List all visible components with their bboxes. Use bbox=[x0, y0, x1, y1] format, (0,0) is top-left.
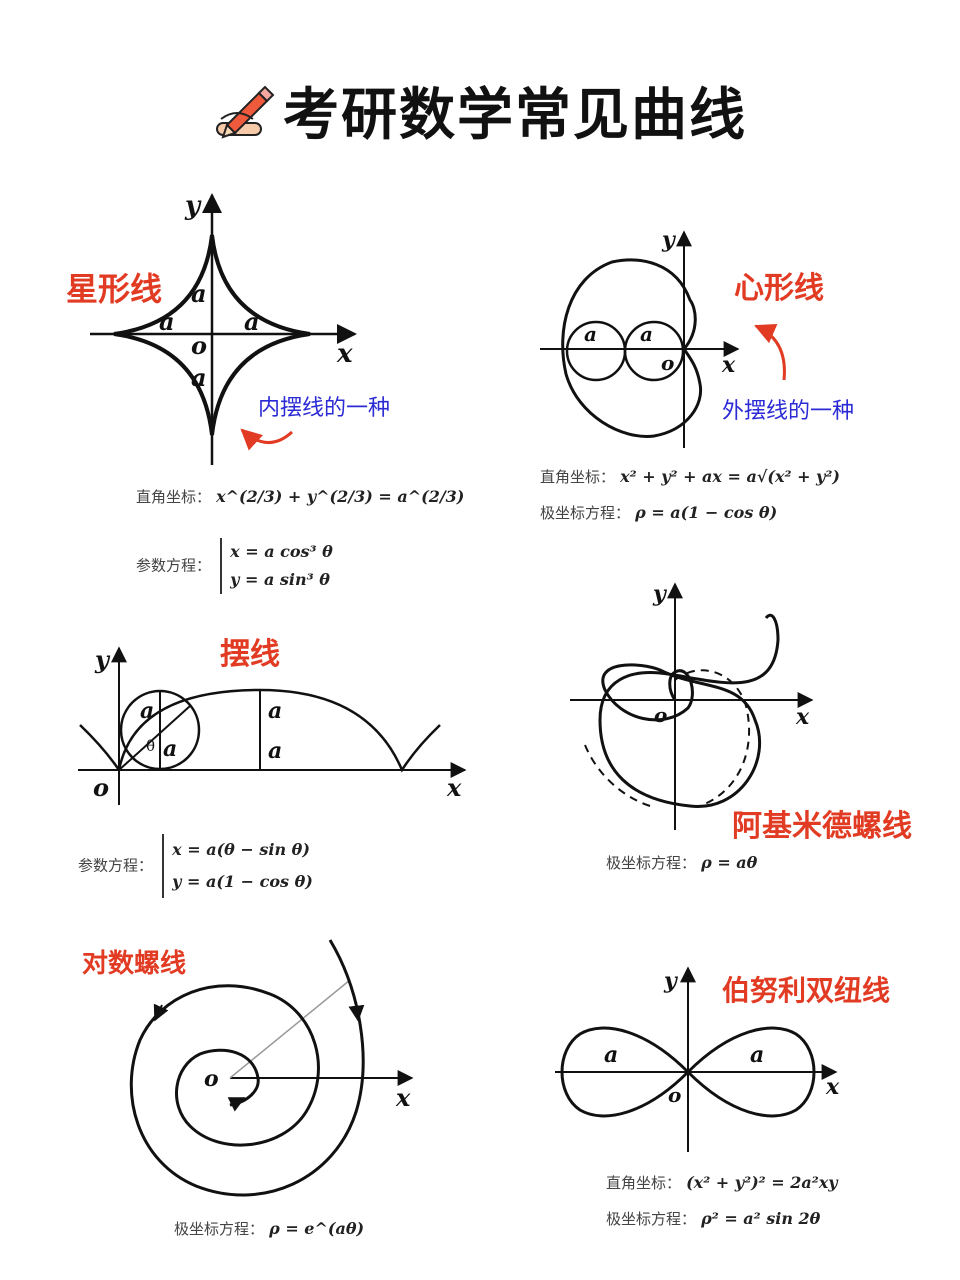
astroid-curve bbox=[113, 234, 311, 436]
astroid-a-label: a bbox=[191, 279, 207, 308]
cycloid-name: 摆线 bbox=[220, 637, 280, 672]
title-text: 考研数学常见曲线 bbox=[283, 83, 747, 148]
logarithmic-outer-arrow bbox=[153, 1003, 169, 1022]
formula-equation: y = a(1 − cos θ) bbox=[172, 872, 313, 891]
formula-label: 参数方程： bbox=[136, 556, 212, 575]
logarithmic-inner-arrow bbox=[227, 1097, 246, 1112]
astroid-a-label: a bbox=[244, 307, 260, 336]
logarithmic-x-label: x bbox=[395, 1083, 411, 1112]
formula-label: 参数方程： bbox=[78, 856, 154, 875]
logarithmic-name: 对数螺线 bbox=[82, 949, 186, 979]
logarithmic-ray bbox=[229, 979, 351, 1079]
archimedean-figure: y x o 阿基米德螺线 bbox=[570, 581, 912, 844]
formula-label: 极坐标方程： bbox=[174, 1220, 265, 1238]
astroid-y-label: y bbox=[184, 191, 202, 221]
logarithmic-origin-label: o bbox=[204, 1066, 219, 1092]
formula-label: 极坐标方程： bbox=[606, 1210, 697, 1228]
astroid-a-label: a bbox=[191, 363, 207, 392]
formula-equation: ρ² = a² sin 2θ bbox=[701, 1209, 821, 1228]
logarithmic-curve bbox=[129, 939, 365, 1197]
cycloid-theta-label: θ bbox=[146, 737, 155, 755]
cycloid-y-label: y bbox=[94, 645, 111, 674]
cycloid-origin-label: o bbox=[93, 773, 109, 802]
lemniscate-curve bbox=[560, 1026, 816, 1118]
cycloid-a-label: a bbox=[140, 698, 154, 724]
lemniscate-y-label: y bbox=[663, 968, 679, 994]
archimedean-x-label: x bbox=[795, 704, 810, 730]
astroid-name: 星形线 bbox=[66, 270, 162, 308]
cycloid-a-label: a bbox=[268, 738, 282, 764]
cardioid-fixed-circle bbox=[623, 320, 685, 382]
cycloid-a-label: a bbox=[268, 698, 282, 724]
lemniscate-name: 伯努利双纽线 bbox=[722, 974, 890, 1007]
archimedean-dashed-curve bbox=[584, 669, 750, 807]
pencil-writing-icon bbox=[216, 85, 275, 139]
logarithmic-right-arrow bbox=[348, 1001, 365, 1022]
astroid-origin-label: o bbox=[191, 331, 207, 360]
cardioid-x-label: x bbox=[721, 352, 736, 378]
astroid-x-label: x bbox=[336, 339, 353, 369]
lemniscate-figure: y x o a a 伯努利双纽线 bbox=[555, 966, 890, 1152]
astroid-a-label: a bbox=[159, 307, 175, 336]
formula-equation: x^(2/3) + y^(2/3) = a^(2/3) bbox=[216, 487, 465, 506]
formula-label: 极坐标方程： bbox=[606, 854, 697, 872]
formula-label: 极坐标方程： bbox=[540, 504, 631, 522]
logarithmic-polar-formula: 极坐标方程： ρ = e^(aθ) bbox=[174, 1218, 364, 1239]
formula-equation: y = a sin³ θ bbox=[230, 570, 330, 589]
cardioid-polar-formula: 极坐标方程： ρ = a(1 − cos θ) bbox=[540, 502, 777, 523]
cardioid-note-arrow bbox=[754, 323, 786, 381]
cycloid-a-label: a bbox=[163, 736, 177, 762]
formula-equation: x² + y² + ax = a√(x² + y²) bbox=[620, 467, 840, 486]
astroid-note-arrow bbox=[240, 428, 294, 451]
page-title: 考研数学常见曲线 bbox=[0, 70, 960, 151]
formula-equation: ρ = e^(aθ) bbox=[269, 1219, 365, 1238]
cycloid-x-label: x bbox=[446, 773, 462, 802]
cycloid-radius bbox=[118, 705, 191, 771]
formula-equation: ρ = a(1 − cos θ) bbox=[635, 503, 778, 522]
lemniscate-x-label: x bbox=[825, 1074, 840, 1100]
lemniscate-polar-formula: 极坐标方程： ρ² = a² sin 2θ bbox=[606, 1208, 820, 1229]
cardioid-y-label: y bbox=[661, 227, 677, 253]
cardioid-figure: y x o a a 心形线 外摆线的一种 bbox=[540, 227, 854, 448]
formula-label: 直角坐标： bbox=[136, 488, 212, 506]
cardioid-note: 外摆线的一种 bbox=[722, 399, 854, 424]
lemniscate-rect-formula: 直角坐标： (x² + y²)² = 2a²xy bbox=[606, 1172, 838, 1193]
formula-label: 直角坐标： bbox=[606, 1174, 682, 1192]
cardioid-origin-label: o bbox=[661, 351, 674, 375]
cardioid-a-label: a bbox=[640, 322, 653, 346]
formula-equation: x = a(θ − sin θ) bbox=[172, 840, 310, 859]
archimedean-polar-formula: 极坐标方程： ρ = aθ bbox=[606, 852, 757, 873]
formula-label: 直角坐标： bbox=[540, 468, 616, 486]
archimedean-curve bbox=[598, 613, 780, 808]
astroid-param-formula: 参数方程： x = a cos³ θ y = a sin³ θ bbox=[136, 538, 333, 594]
astroid-note: 内摆线的一种 bbox=[258, 396, 390, 421]
lemniscate-a-label: a bbox=[604, 1042, 618, 1068]
formula-equation: x = a cos³ θ bbox=[230, 542, 333, 561]
formula-equation: ρ = aθ bbox=[701, 853, 758, 872]
lemniscate-origin-label: o bbox=[668, 1083, 681, 1107]
logarithmic-figure: o x 对数螺线 bbox=[82, 939, 414, 1197]
archimedean-y-label: y bbox=[652, 581, 668, 607]
astroid-figure: y x o a a a a 星形线 内摆线的一种 bbox=[66, 191, 390, 465]
cardioid-name: 心形线 bbox=[734, 271, 824, 306]
cardioid-curve bbox=[561, 258, 703, 438]
astroid-rect-formula: 直角坐标： x^(2/3) + y^(2/3) = a^(2/3) bbox=[136, 486, 464, 507]
cardioid-a-label: a bbox=[584, 322, 597, 346]
formula-equation: (x² + y²)² = 2a²xy bbox=[686, 1173, 838, 1192]
lemniscate-a-label: a bbox=[750, 1042, 764, 1068]
cycloid-param-formula: 参数方程： x = a(θ − sin θ) y = a(1 − cos θ) bbox=[78, 834, 313, 898]
archimedean-name: 阿基米德螺线 bbox=[732, 809, 912, 844]
cardioid-rect-formula: 直角坐标： x² + y² + ax = a√(x² + y²) bbox=[540, 466, 840, 487]
archimedean-origin-label: o bbox=[654, 703, 667, 727]
cycloid-figure: y x o a a a a θ 摆线 bbox=[78, 637, 467, 805]
